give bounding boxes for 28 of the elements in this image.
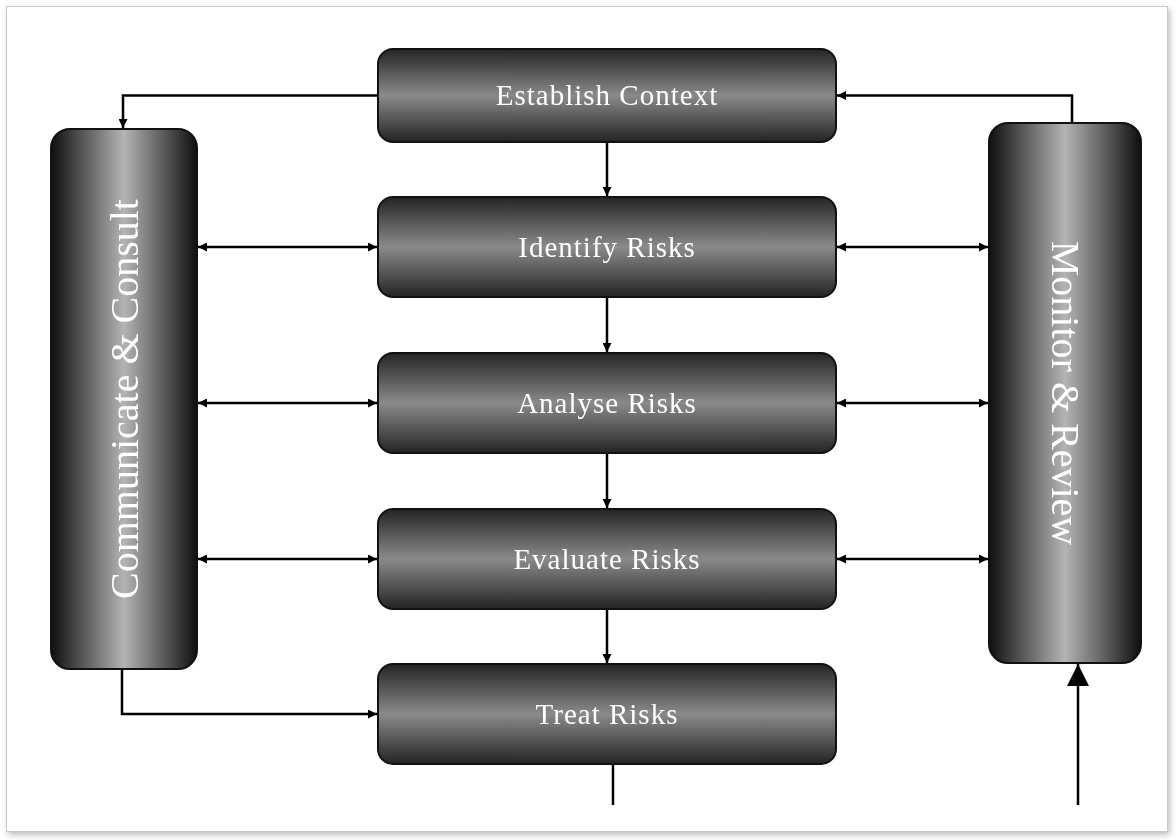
- vertical-process-bar: [988, 122, 1142, 664]
- arrow: [602, 298, 612, 352]
- node-label: Treat Risks: [535, 697, 679, 731]
- arrow: [198, 554, 377, 564]
- arrow: [602, 454, 612, 508]
- arrow: [198, 398, 377, 408]
- arrow: [837, 242, 988, 252]
- process-box: [377, 663, 837, 765]
- vertical-process-bar: [50, 128, 198, 670]
- arrow: [1067, 664, 1089, 805]
- arrow: [118, 94, 377, 128]
- process-box: [377, 508, 837, 610]
- arrow: [837, 554, 988, 564]
- node-label: Evaluate Risks: [513, 542, 701, 576]
- node-label: Establish Context: [495, 79, 719, 112]
- process-box: [377, 48, 837, 143]
- process-box: [377, 352, 837, 454]
- node-label: Monitor & Review: [1041, 240, 1089, 546]
- node-label: Identify Risks: [518, 230, 696, 264]
- arrow: [602, 143, 612, 196]
- arrow: [198, 242, 377, 252]
- arrow: [837, 91, 1074, 122]
- node-label: Analyse Risks: [517, 386, 697, 420]
- process-box: [377, 196, 837, 298]
- arrow: [837, 398, 988, 408]
- arrow: [120, 670, 377, 719]
- node-label: Communicate & Consult: [100, 199, 148, 599]
- arrow: [602, 610, 612, 663]
